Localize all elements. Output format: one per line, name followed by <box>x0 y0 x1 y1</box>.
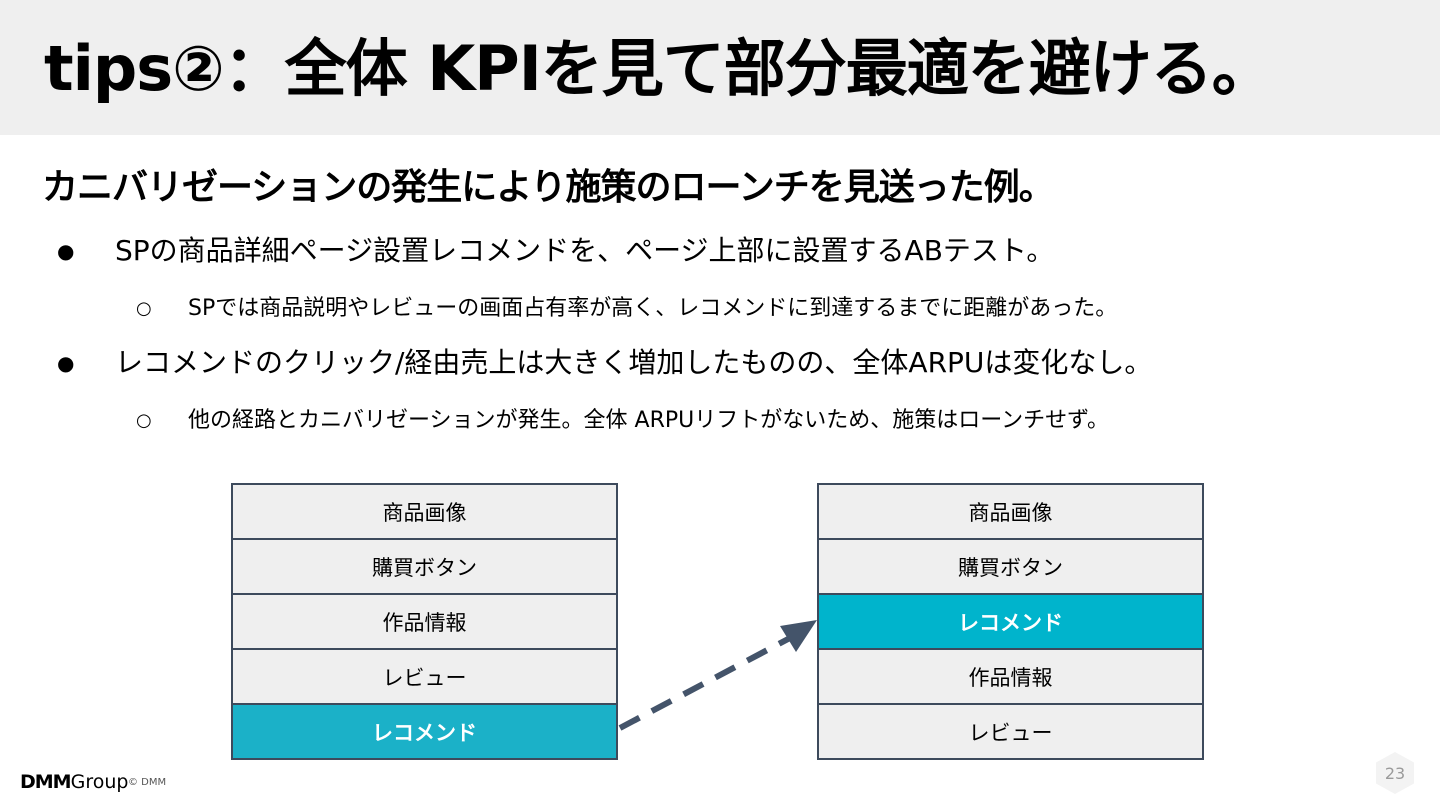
logo-dmm-text: DMM <box>20 771 72 793</box>
layout-block: 作品情報 <box>819 650 1202 705</box>
dmm-group-logo: DMMGroup <box>20 771 128 793</box>
layout-block: レビュー <box>233 650 616 705</box>
layout-block: 購買ボタン <box>819 540 1202 595</box>
logo-group-text: Group <box>70 771 129 793</box>
title-band <box>0 0 1440 135</box>
layout-block: 購買ボタン <box>233 540 616 595</box>
copyright-text: © DMM <box>128 777 167 788</box>
sub-bullet-item: ○ SPでは商品説明やレビューの画面占有率が高く、レコメンドに到達するまでに距離… <box>136 293 1118 325</box>
page-number: 23 <box>1384 763 1406 783</box>
layout-block: 商品画像 <box>819 485 1202 540</box>
layout-block-recommend: レコメンド <box>233 705 616 758</box>
layout-block: レビュー <box>819 705 1202 758</box>
layout-block: 作品情報 <box>233 595 616 650</box>
sub-bullet-circle-icon: ○ <box>136 410 152 431</box>
sub-bullet-item: ○ 他の経路とカニバリゼーションが発生。全体 ARPUリフトがないため、施策はロ… <box>136 405 1109 437</box>
layout-block-recommend: レコメンド <box>819 595 1202 650</box>
slide-title: tips②：全体 KPIを見て部分最適を避ける。 <box>44 32 1274 105</box>
hexagon-icon <box>1376 752 1414 794</box>
bullet-dot-icon: ● <box>57 351 75 375</box>
bullet-text: SPの商品詳細ページ設置レコメンドを、ページ上部に設置するABテスト。 <box>115 234 1055 267</box>
bullet-dot-icon: ● <box>57 239 75 263</box>
bullet-item: ● SPの商品詳細ページ設置レコメンドを、ページ上部に設置するABテスト。 <box>57 231 1055 271</box>
sub-bullet-text: 他の経路とカニバリゼーションが発生。全体 ARPUリフトがないため、施策はローン… <box>188 408 1109 433</box>
layout-before-diagram: 商品画像 購買ボタン 作品情報 レビュー レコメンド <box>231 483 618 760</box>
slide-subtitle: カニバリゼーションの発生により施策のローンチを見送った例。 <box>42 167 1055 208</box>
sub-bullet-circle-icon: ○ <box>136 298 152 319</box>
layout-after-diagram: 商品画像 購買ボタン レコメンド 作品情報 レビュー <box>817 483 1204 760</box>
arrow-dashed-line <box>618 635 792 731</box>
sub-bullet-text: SPでは商品説明やレビューの画面占有率が高く、レコメンドに到達するまでに距離があ… <box>188 296 1118 321</box>
page-number-badge: 23 <box>1373 751 1417 795</box>
arrow-head <box>780 620 817 652</box>
layout-block: 商品画像 <box>233 485 616 540</box>
bullet-text: レコメンドのクリック/経由売上は大きく増加したものの、全体ARPUは変化なし。 <box>115 346 1153 379</box>
bullet-item: ● レコメンドのクリック/経由売上は大きく増加したものの、全体ARPUは変化なし… <box>57 343 1153 383</box>
